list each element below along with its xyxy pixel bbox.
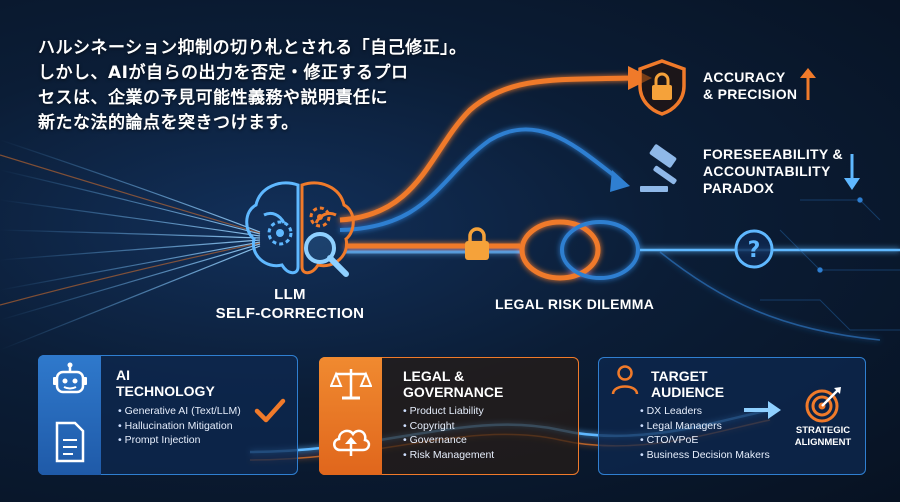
ai-card-title-line: TECHNOLOGY <box>116 383 215 399</box>
brain-gear-icon <box>245 181 355 275</box>
arrow-down-icon <box>844 154 860 190</box>
list-item: Product Liability <box>403 404 494 419</box>
accuracy-label-line: ACCURACY <box>703 69 786 85</box>
target-card-title-line: AUDIENCE <box>651 384 725 400</box>
headline-line: ハルシネーション抑制の切り札とされる「自己修正」。 <box>38 38 467 58</box>
foreseeability-label-line: PARADOX <box>703 180 775 196</box>
target-card-list: DX Leaders Legal Managers CTO/VPoE Busin… <box>640 404 770 462</box>
legal-card-title-line: GOVERNANCE <box>403 384 504 400</box>
list-item: Legal Managers <box>640 419 770 434</box>
node-label-line: LLM <box>274 286 306 303</box>
lock-icon <box>465 227 489 260</box>
question-icon: ? <box>734 229 774 269</box>
gavel-icon <box>640 144 677 192</box>
document-icon <box>55 421 85 463</box>
list-item: Governance <box>403 433 494 448</box>
scales-icon <box>330 369 372 400</box>
legal-card-title-line: LEGAL & <box>403 368 465 384</box>
headline-line: しかし、AIが自らの出力を否定・修正するプロ <box>38 63 409 83</box>
arrow-right-icon <box>744 401 781 419</box>
list-item: Risk Management <box>403 448 495 463</box>
target-icon <box>805 387 841 423</box>
shield-lock-icon <box>638 59 686 116</box>
foreseeability-label: FORESEEABILITY & ACCOUNTABILITY PARADOX <box>703 146 843 197</box>
light-streaks <box>0 139 261 351</box>
legal-card-title: LEGAL & GOVERNANCE <box>403 368 503 400</box>
robot-icon <box>53 362 87 394</box>
target-card-title-line: TARGET <box>651 368 708 384</box>
list-item: Business Decision Makers <box>640 448 770 463</box>
strategic-label-line: ALIGNMENT <box>794 437 852 448</box>
strategic-label-line: STRATEGIC <box>795 425 851 436</box>
accuracy-label: ACCURACY & PRECISION <box>703 69 797 103</box>
headline-line: セスは、企業の予見可能性義務や説明責任に <box>38 88 388 108</box>
svg-text:?: ? <box>748 238 761 263</box>
ai-card-title-line: AI <box>116 367 130 383</box>
headline: ハルシネーション抑制の切り札とされる「自己修正」。 しかし、AIが自らの出力を否… <box>38 36 468 136</box>
foreseeability-label-line: ACCOUNTABILITY <box>703 163 831 179</box>
foreseeability-label-line: FORESEEABILITY & <box>703 146 843 162</box>
target-card-title: TARGET AUDIENCE <box>651 368 724 400</box>
list-item: CTO/VPoE <box>640 433 770 448</box>
list-item: Hallucination Mitigation <box>118 419 241 434</box>
ai-card-title: AI TECHNOLOGY <box>116 367 215 399</box>
list-item: DX Leaders <box>640 404 770 419</box>
magnifier-icon <box>304 232 349 277</box>
list-item: Copyright <box>403 419 494 434</box>
list-item: Prompt Injection <box>118 433 241 448</box>
node-label-line: SELF-CORRECTION <box>215 305 365 322</box>
arrow-up-icon <box>800 68 816 100</box>
checkmark-icon <box>254 398 286 423</box>
cloud-upload-icon <box>333 429 371 456</box>
arrow-right-icon <box>610 170 630 192</box>
accuracy-label-line: & PRECISION <box>703 86 798 102</box>
legal-card-list: Product Liability Copyright Governance R… <box>403 404 495 463</box>
circuit-lines <box>760 197 900 331</box>
dilemma-label: LEGAL RISK DILEMMA <box>495 296 655 312</box>
node-label: LLM SELF-CORRECTION <box>210 285 370 323</box>
strategic-alignment-label: STRATEGIC ALIGNMENT <box>780 425 866 449</box>
person-icon <box>611 365 639 395</box>
ai-card-list: Generative AI (Text/LLM) Hallucination M… <box>118 404 241 448</box>
list-item: Generative AI (Text/LLM) <box>118 404 241 419</box>
headline-line: 新たな法的論点を突きつけます。 <box>38 113 299 133</box>
